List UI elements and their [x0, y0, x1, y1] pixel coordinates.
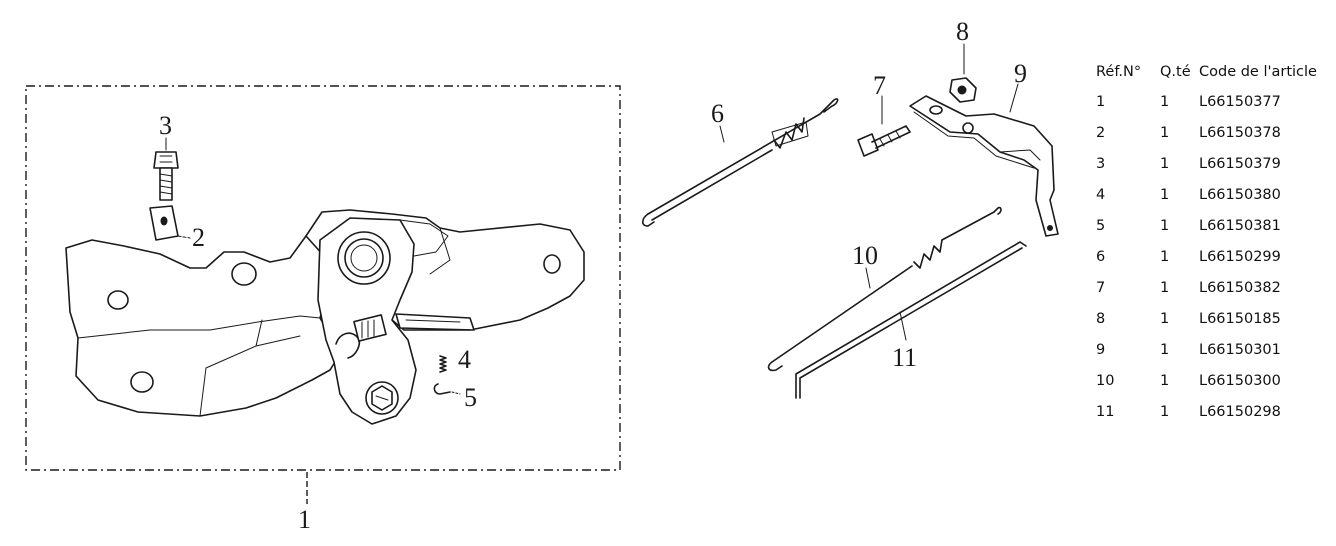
cell-ref: 1 — [1096, 94, 1106, 110]
callout-5: 5 — [464, 383, 477, 412]
callout-7: 7 — [873, 71, 886, 100]
callout-10: 10 — [852, 241, 878, 270]
cell-ref: 10 — [1096, 373, 1115, 389]
cell-ref: 4 — [1096, 187, 1106, 203]
cell-ref: 3 — [1096, 156, 1106, 172]
cell-qty: 1 — [1160, 373, 1170, 389]
callout-3: 3 — [159, 111, 172, 140]
cell-code: L66150380 — [1199, 187, 1281, 203]
cell-ref: 5 — [1096, 218, 1106, 234]
part-10-spring-rod — [767, 206, 1002, 372]
part-5-clip — [433, 383, 461, 395]
header-qty: Q.té — [1160, 64, 1191, 80]
cell-ref: 7 — [1096, 280, 1106, 296]
table-row: 5 1 L66150381 — [1094, 218, 1335, 249]
table-header-row: Réf.N° Q.té Code de l'article — [1094, 64, 1335, 94]
callout-8: 8 — [956, 17, 969, 46]
cell-ref: 11 — [1096, 404, 1115, 420]
cell-qty: 1 — [1160, 404, 1170, 420]
cell-code: L66150382 — [1199, 280, 1281, 296]
cell-qty: 1 — [1160, 249, 1170, 265]
cell-qty: 1 — [1160, 218, 1170, 234]
cell-qty: 1 — [1160, 156, 1170, 172]
cell-code: L66150298 — [1199, 404, 1281, 420]
callout-4: 4 — [458, 345, 471, 374]
cell-ref: 9 — [1096, 342, 1106, 358]
cell-code: L66150381 — [1199, 218, 1281, 234]
cell-qty: 1 — [1160, 125, 1170, 141]
table-row: 1 1 L66150377 — [1094, 94, 1335, 125]
callout-11: 11 — [892, 343, 917, 372]
part-9-bracket — [909, 83, 1059, 237]
callout-2: 2 — [192, 223, 205, 252]
cell-qty: 1 — [1160, 280, 1170, 296]
cell-code: L66150300 — [1199, 373, 1281, 389]
part-11-control-rod — [795, 241, 1027, 399]
cell-qty: 1 — [1160, 311, 1170, 327]
table-row: 9 1 L66150301 — [1094, 342, 1335, 373]
cell-code: L66150185 — [1199, 311, 1281, 327]
cell-ref: 6 — [1096, 249, 1106, 265]
part-8-nut — [949, 43, 977, 103]
part-3-bolt — [153, 137, 179, 201]
callout-1: 1 — [298, 505, 311, 534]
callout-9: 9 — [1014, 59, 1027, 88]
part-7-screw — [857, 95, 911, 157]
cell-ref: 2 — [1096, 125, 1106, 141]
cell-qty: 1 — [1160, 94, 1170, 110]
cell-code: L66150378 — [1199, 125, 1281, 141]
table-row: 6 1 L66150299 — [1094, 249, 1335, 280]
part-6-spring-rod — [641, 98, 839, 227]
part-4-spring — [439, 355, 447, 373]
table-row: 2 1 L66150378 — [1094, 125, 1335, 156]
slider-bracket — [353, 313, 475, 342]
cell-code: L66150379 — [1199, 156, 1281, 172]
cell-code: L66150299 — [1199, 249, 1281, 265]
callout-6: 6 — [711, 99, 724, 128]
table-row: 4 1 L66150380 — [1094, 187, 1335, 218]
header-code: Code de l'article — [1199, 64, 1317, 80]
cell-ref: 8 — [1096, 311, 1106, 327]
table-row: 8 1 L66150185 — [1094, 311, 1335, 342]
assembly-boundary — [25, 85, 621, 471]
table-row: 10 1 L66150300 — [1094, 373, 1335, 404]
cell-qty: 1 — [1160, 187, 1170, 203]
cell-code: L66150301 — [1199, 342, 1281, 358]
header-ref: Réf.N° — [1096, 64, 1142, 80]
part-2-nut-plate — [149, 205, 191, 241]
table-row: 7 1 L66150382 — [1094, 280, 1335, 311]
cell-code: L66150377 — [1199, 94, 1281, 110]
cell-qty: 1 — [1160, 342, 1170, 358]
table-row: 3 1 L66150379 — [1094, 156, 1335, 187]
